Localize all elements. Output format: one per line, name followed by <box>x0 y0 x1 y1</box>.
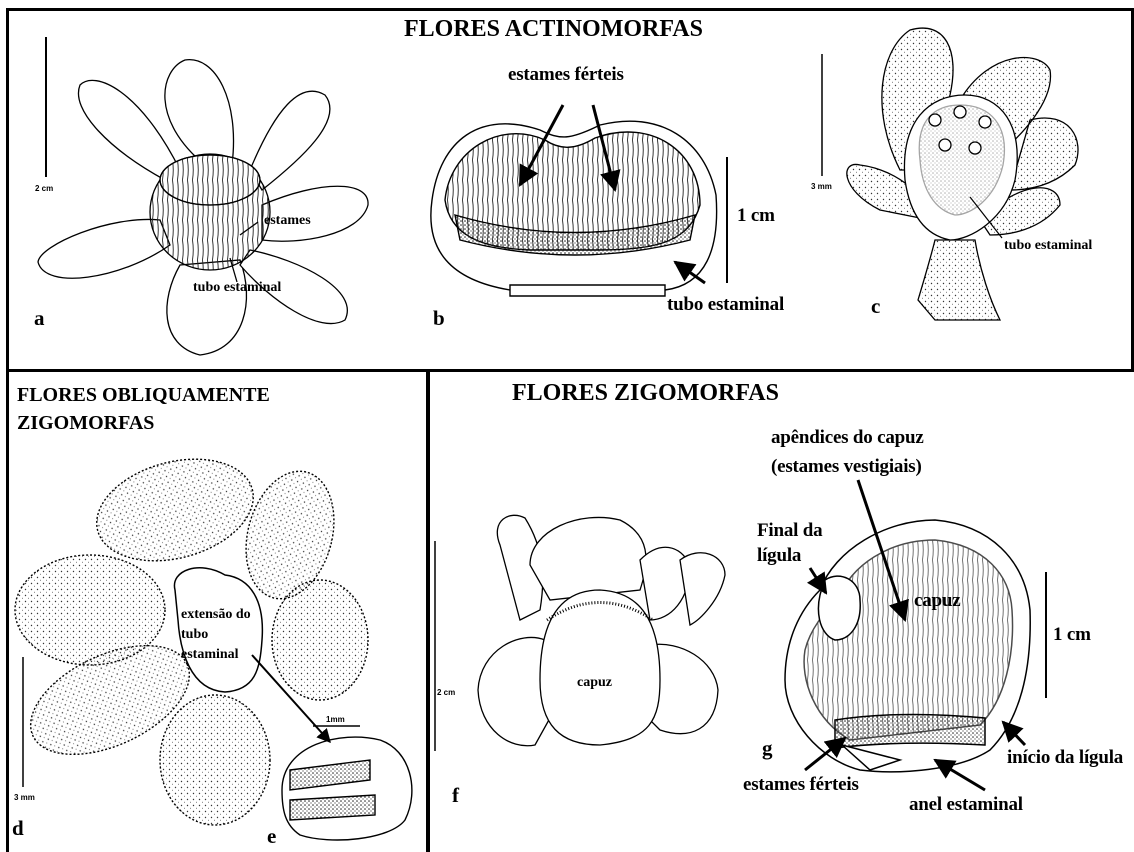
label-d-extensao-line1: extensão do <box>181 608 251 622</box>
panel-letter-b: b <box>433 308 445 329</box>
section-title-oblique-line2: ZIGOMORFAS <box>17 413 154 433</box>
label-b-tubo-estaminal: tubo estaminal <box>667 295 784 314</box>
label-g-final-ligula-line1: Final da <box>757 521 822 540</box>
label-g-apendices-line2: (estames vestigiais) <box>771 457 922 476</box>
petal-a-left <box>38 219 170 278</box>
section-title-actinomorphic: FLORES ACTINOMORFAS <box>404 17 703 41</box>
panel-letter-c: c <box>871 296 880 317</box>
label-b-estames-ferteis: estames férteis <box>508 65 624 84</box>
label-g-anel-estaminal: anel estaminal <box>909 795 1023 814</box>
label-a-tubo-estaminal: tubo estaminal <box>193 281 281 295</box>
panel-letter-f: f <box>452 785 459 806</box>
section-title-oblique-line1: FLORES OBLIQUAMENTE <box>17 385 270 405</box>
label-g-estames-ferteis: estames férteis <box>743 775 859 794</box>
petal-a-top <box>165 60 234 165</box>
petal-a-upper-right <box>250 91 330 190</box>
label-g-capuz: capuz <box>914 591 961 610</box>
scale-label-e: 1mm <box>326 716 345 724</box>
label-a-estames: estames <box>264 214 311 228</box>
label-g-final-ligula-line2: lígula <box>757 546 801 565</box>
scale-label-d: 3 mm <box>14 794 35 802</box>
scale-label-c: 3 mm <box>811 183 832 191</box>
label-f-capuz: capuz <box>577 676 612 690</box>
label-d-extensao-line2: tubo <box>181 628 208 642</box>
scale-label-a: 2 cm <box>35 185 53 193</box>
flower-c-drawing <box>847 28 1078 320</box>
detail-e-drawing <box>282 737 412 840</box>
section-title-zygomorphic: FLORES ZIGOMORFAS <box>512 381 779 405</box>
flower-f-drawing <box>478 515 725 745</box>
flower-a-drawing <box>38 60 368 355</box>
label-d-extensao-line3: estaminal <box>181 648 239 662</box>
scale-label-g: 1 cm <box>1053 625 1091 644</box>
label-c-tubo-estaminal: tubo estaminal <box>1004 239 1092 253</box>
scale-label-f: 2 cm <box>437 689 455 697</box>
panel-letter-d: d <box>12 818 24 839</box>
panel-letter-a: a <box>34 308 45 329</box>
label-g-inicio-ligula: início da lígula <box>1007 748 1123 767</box>
label-g-apendices-line1: apêndices do capuz <box>771 428 924 447</box>
flower-b-drawing <box>431 121 717 296</box>
flower-g-drawing <box>785 520 1030 772</box>
scale-label-b: 1 cm <box>737 206 775 225</box>
panel-letter-g: g <box>762 738 773 759</box>
panel-letter-e: e <box>267 826 276 847</box>
